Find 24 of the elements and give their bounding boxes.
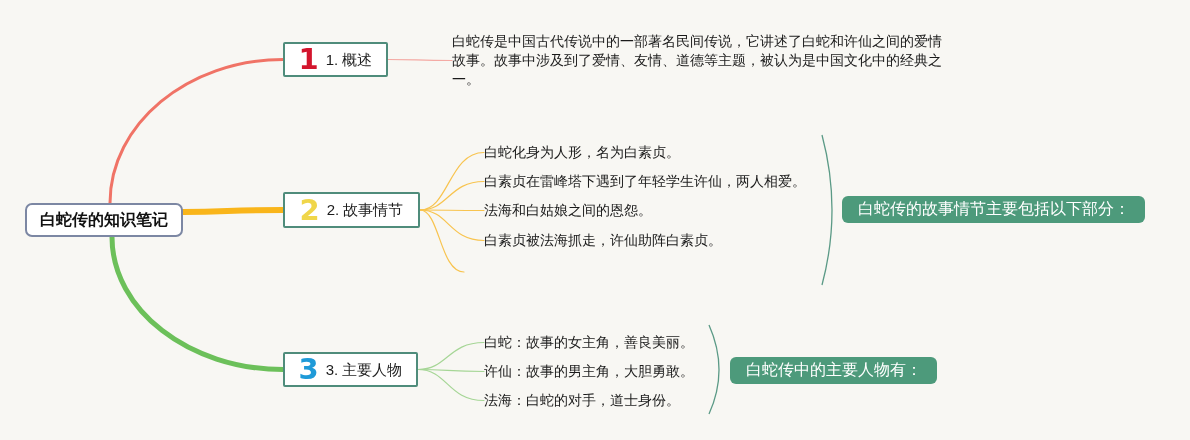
main-topic-box <box>283 352 418 387</box>
branch-line <box>108 58 285 205</box>
main-topic-box <box>283 192 420 228</box>
subtopic-text: 法海和白姑娘之间的恩怨。 <box>484 201 652 220</box>
summary-label: 白蛇传的故事情节主要包括以下部分： <box>842 196 1145 223</box>
priority-number: 3 <box>298 355 319 384</box>
subtopic-text: 白蛇化身为人形，名为白素贞。 <box>484 143 680 162</box>
main-topic-box <box>283 42 388 77</box>
topic-label: 3. 主要人物 <box>325 360 403 379</box>
description-text: 白蛇传是中国古代传说中的一部著名民间传说，它讲述了白蛇和许仙之间的爱情故事。故事中涉及到了爱情、友情、道德等主题，被认为是中国文化中的经典之一。 <box>452 32 952 89</box>
subtopic-text: 法海：白蛇的对手，道士身份。 <box>484 391 680 410</box>
subtopic-text: 许仙：故事的男主角，大胆勇敢。 <box>484 362 694 381</box>
summary-label: 白蛇传中的主要人物有： <box>730 357 937 384</box>
topic-label: 1. 概述 <box>325 50 373 69</box>
topic-label: 2. 故事情节 <box>326 201 404 219</box>
subtopic-text: 白素贞被法海抓走，许仙助阵白素贞。 <box>484 231 722 250</box>
connector-line <box>387 58 453 62</box>
priority-number: 1 <box>298 45 319 74</box>
subtopic-text: 白蛇：故事的女主角，善良美丽。 <box>484 333 694 352</box>
subtopic-text: 白素贞在雷峰塔下遇到了年轻学生许仙，两人相爱。 <box>484 172 806 191</box>
priority-number: 2 <box>299 195 320 225</box>
connector-line <box>419 209 465 273</box>
central-topic: 白蛇传的知识笔记 <box>25 203 183 237</box>
connector-line <box>417 368 485 402</box>
